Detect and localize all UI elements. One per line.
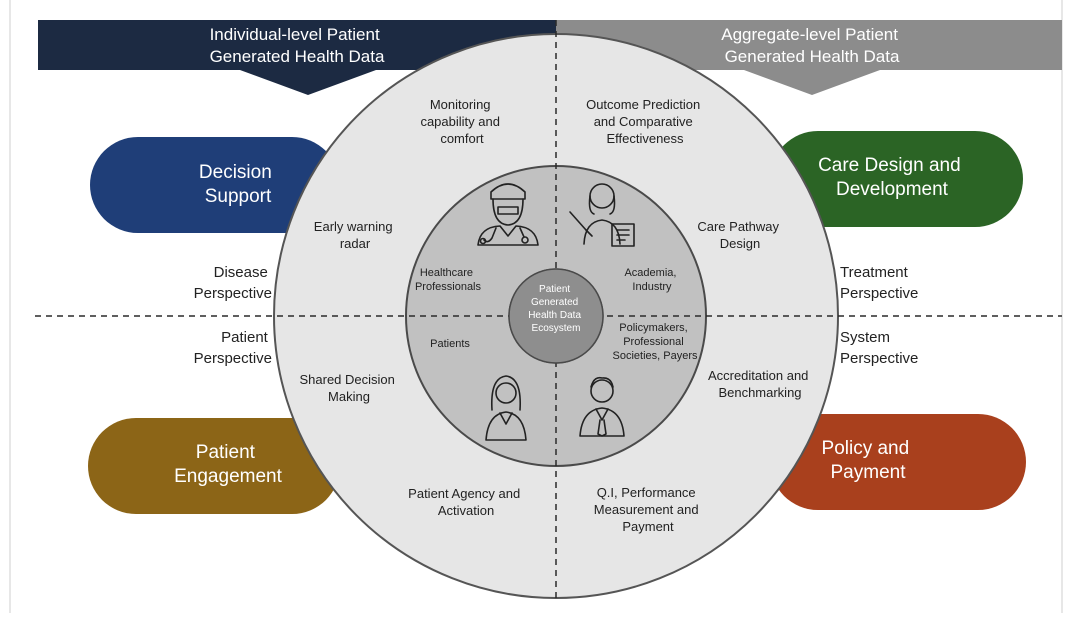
accreditation-label: Accreditation and Benchmarking [708, 368, 812, 400]
policy-payment-label: Policy and Payment [822, 438, 915, 483]
right-banner-text: Aggregate-level Patient Generated Health… [721, 25, 902, 66]
patient-engagement-label: Patient Engagement [174, 442, 282, 487]
patient-agency-label: Patient Agency and Activation [408, 486, 524, 518]
decision-support-pill [90, 137, 340, 233]
disease-perspective: Disease Perspective [194, 264, 272, 302]
system-perspective: System Perspective [840, 329, 918, 367]
left-banner [38, 20, 556, 95]
outcome-label: Outcome Prediction and Comparative Effec… [586, 97, 704, 146]
care-design-pill [770, 131, 1023, 227]
academia-label: Academia, Industry [624, 267, 679, 293]
monitoring-label: Monitoring capability and comfort [420, 97, 503, 146]
policy-payment-pill [770, 414, 1026, 510]
decision-support-label: Decision Support [199, 162, 277, 207]
patients-label: Patients [430, 338, 470, 350]
center-label: Patient Generated Health Data Ecosystem [528, 284, 584, 334]
healthcare-professionals-label: Healthcare Professionals [415, 267, 482, 293]
care-design-label: Care Design and Development [818, 155, 966, 200]
patient-engagement-pill [88, 418, 340, 514]
teacher-icon [569, 183, 635, 247]
right-banner [556, 20, 1062, 95]
left-banner-text: Individual-level Patient Generated Healt… [210, 25, 385, 66]
businessman-icon [579, 376, 625, 437]
qi-performance-label: Q.I, Performance Measurement and Payment [594, 485, 702, 534]
treatment-perspective: Treatment Perspective [840, 264, 918, 302]
shared-decision-label: Shared Decision Making [299, 372, 398, 404]
patient-icon [485, 375, 527, 441]
policymakers-label: Policymakers, Professional Societies, Pa… [613, 322, 698, 362]
doctor-icon [477, 183, 539, 246]
care-pathway-label: Care Pathway Design [697, 219, 782, 251]
patient-perspective: Patient Perspective [194, 329, 272, 367]
early-warning-label: Early warning radar [314, 219, 396, 251]
